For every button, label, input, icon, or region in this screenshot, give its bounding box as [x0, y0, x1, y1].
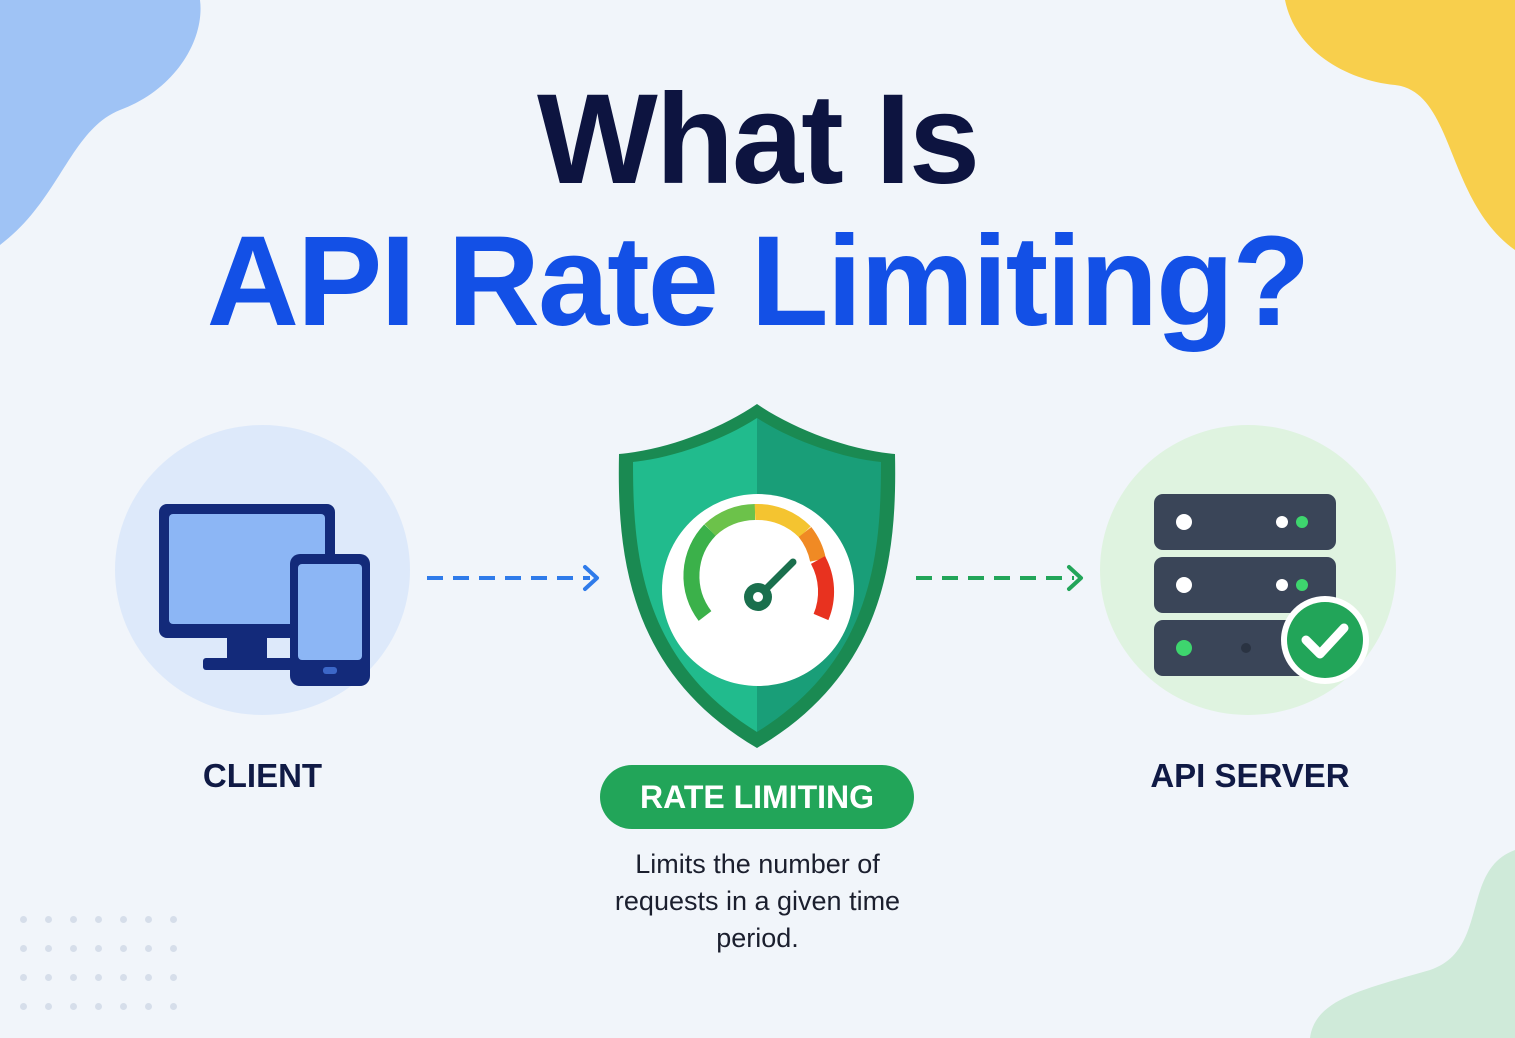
decorative-blob-top-right	[1285, 0, 1515, 250]
decorative-dot	[20, 1003, 27, 1010]
decorative-blob-bottom-right	[1310, 850, 1515, 1038]
decorative-dot	[145, 974, 152, 981]
decorative-dot	[120, 974, 127, 981]
shield-speedometer-icon	[618, 404, 896, 748]
decorative-dot	[45, 916, 52, 923]
rate-limiting-badge: RATE LIMITING	[600, 765, 914, 829]
decorative-dot	[170, 1003, 177, 1010]
rate-limiting-description: Limits the number of requests in a given…	[614, 849, 901, 953]
decorative-blob-top-left	[0, 0, 201, 245]
decorative-dot	[45, 974, 52, 981]
arrow-rate-limiter-to-server	[916, 565, 1083, 591]
server-check-icon	[1154, 494, 1369, 684]
decorative-dot	[20, 916, 27, 923]
decorative-dot	[70, 974, 77, 981]
client-label: CLIENT	[202, 757, 323, 794]
decorative-dot	[95, 945, 102, 952]
decorative-dot	[45, 1003, 52, 1010]
decorative-dot	[20, 945, 27, 952]
decorative-dot	[170, 945, 177, 952]
decorative-dot	[170, 916, 177, 923]
decorative-dot	[95, 1003, 102, 1010]
decorative-dot	[145, 916, 152, 923]
devices-icon	[159, 504, 370, 686]
decorative-dot	[70, 945, 77, 952]
decorative-dot	[95, 916, 102, 923]
decorative-dot	[145, 945, 152, 952]
page-title-line-1: What Is	[536, 68, 980, 211]
decorative-dot	[20, 974, 27, 981]
decorative-dot-grid	[20, 916, 190, 1016]
decorative-dot	[170, 974, 177, 981]
decorative-dot	[145, 1003, 152, 1010]
arrow-client-to-rate-limiter	[427, 565, 599, 591]
decorative-dot	[70, 916, 77, 923]
page-title-line-2: API Rate Limiting?	[206, 210, 1311, 353]
decorative-dot	[120, 916, 127, 923]
decorative-dot	[45, 945, 52, 952]
decorative-dot	[120, 1003, 127, 1010]
decorative-dot	[70, 1003, 77, 1010]
decorative-dot	[120, 945, 127, 952]
api-server-label: API SERVER	[1150, 757, 1350, 794]
decorative-dot	[95, 974, 102, 981]
